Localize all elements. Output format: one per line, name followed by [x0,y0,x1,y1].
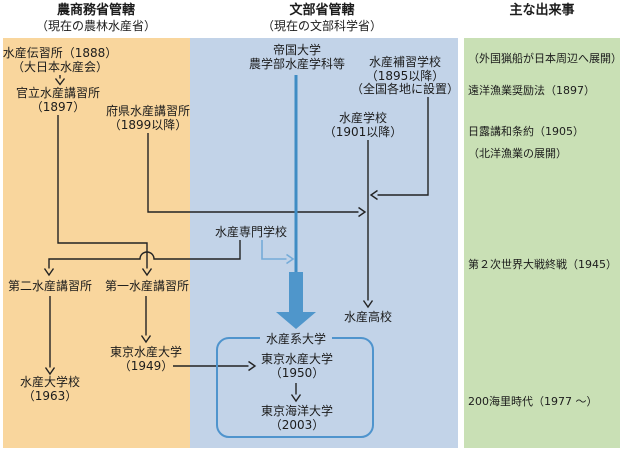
edge-senmon-to-daini [48,240,241,269]
panel-major-events [464,38,620,448]
arrowhead-right-blue [286,253,295,265]
node-suisan-daigakko: 水産大学校 （1963） [19,375,81,403]
arrowhead-down [44,367,56,376]
edge-kanritsu-to-daiichi [57,115,148,269]
edge-senmon-to-blueline [261,240,287,260]
arrowhead-down [290,394,302,403]
arrowhead-right [358,206,367,218]
node-kanritsu-koshujo: 官立水産講習所 （1897） [15,86,101,114]
event-foreign-hunting-ships: （外国猟船が日本周辺へ展開） [468,52,622,65]
node-suisan-gakko: 水産学校 （1901以降） [323,111,403,139]
header-agriculture-ministry: 農商務省管轄 [56,3,136,18]
event-northern-fisheries: （北洋漁業の展開） [468,147,567,160]
header-major-events: 主な出来事 [509,3,575,18]
node-daiichi-koshujo: 第一水産講習所 [104,279,190,293]
arrowhead-down [140,335,152,344]
arrowhead-down [43,268,55,277]
subheader-agriculture-ministry: （現在の農林水産省） [35,19,157,33]
event-ww2-end: 第２次世界大戦終戦（1945） [468,258,617,271]
event-200-mile-era: 200海里時代（1977 ～） [468,395,598,408]
arrowhead-down [141,268,153,277]
node-suisan-senmon-gakko: 水産専門学校 [214,225,288,239]
node-fuken-koshujo: 府県水産講習所 （1899以降） [105,104,191,132]
edge-fuken-to-suisangakko [147,133,359,213]
arrowhead-right [248,360,257,372]
arrowhead-down [362,300,374,309]
arrowhead-left [369,189,378,201]
node-suisan-koko: 水産高校 [343,310,393,324]
label-suisankei-daigaku: 水産系大学 [259,332,333,346]
node-suisan-hoshu-gakko: 水産補習学校 （1895以降） （全国各地に設置） [350,55,460,96]
node-teikoku-daigaku: 帝国大学 農学部水産学科等 [248,43,346,71]
event-pelagic-fishery-act: 遠洋漁業奨励法（1897） [468,84,595,97]
node-suisan-denshujo: 水産伝習所（1888） （大日本水産会） [2,46,118,74]
thick-blue-arrow [276,272,316,329]
subheader-education-ministry: （現在の文部科学省） [261,19,383,33]
arrowhead-down [54,78,66,86]
node-tokyo-suisan-1949: 東京水産大学 （1949） [109,345,183,373]
event-russo-japan-treaty: 日露講和条約（1905） [468,125,584,138]
node-tokyo-kaiyo-2003: 東京海洋大学 （2003） [260,404,334,432]
edge-hoshu-to-suisangakko [377,97,429,196]
node-daini-koshujo: 第二水産講習所 [7,279,93,293]
panel-education-ministry [190,38,458,448]
header-education-ministry: 文部省管轄 [289,3,355,18]
node-tokyo-suisan-1950: 東京水産大学 （1950） [260,352,334,380]
